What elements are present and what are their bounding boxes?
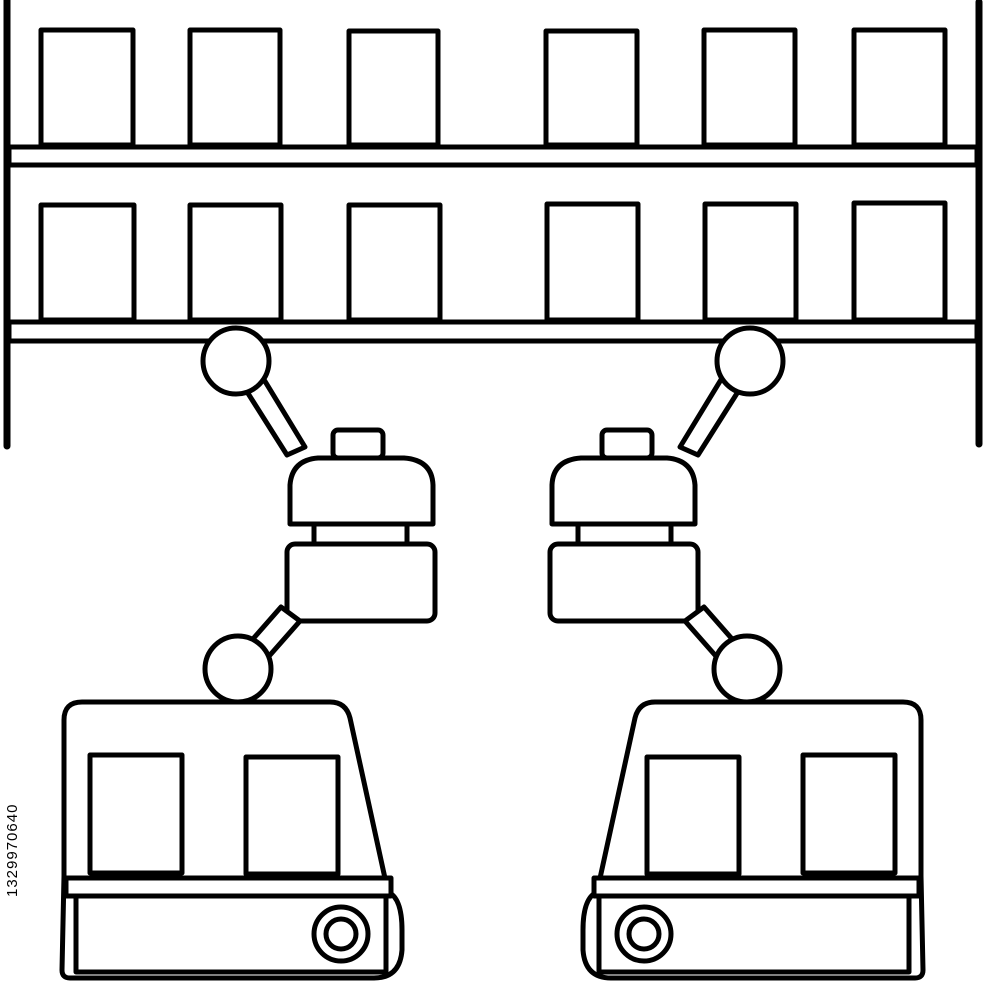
robot-arm-icon bbox=[547, 325, 786, 705]
cart-wheel-hub bbox=[323, 916, 359, 952]
box-icon bbox=[851, 27, 948, 148]
gripper-head bbox=[287, 455, 436, 527]
arm-joint-top bbox=[714, 325, 786, 397]
box-icon bbox=[87, 752, 185, 876]
arm-joint-bottom bbox=[711, 633, 783, 705]
box-icon bbox=[851, 200, 948, 323]
gripper-body bbox=[284, 541, 438, 624]
cart-bumper bbox=[591, 875, 922, 899]
robot-arm-icon bbox=[200, 325, 438, 705]
box-icon bbox=[800, 752, 898, 876]
gripper-body bbox=[547, 541, 701, 624]
shelf-tier-top bbox=[38, 27, 948, 148]
box-icon bbox=[702, 201, 799, 323]
robot-left bbox=[59, 325, 438, 981]
cart-bumper bbox=[63, 875, 394, 899]
shelf-plank-lower bbox=[6, 319, 980, 344]
warehouse-shelf-icon bbox=[3, 0, 983, 450]
box-icon bbox=[243, 754, 341, 877]
autonomous-cart-icon bbox=[580, 699, 926, 981]
gripper-cap bbox=[599, 427, 655, 461]
arm-joint-bottom bbox=[202, 633, 274, 705]
cart-wheel-hub bbox=[626, 916, 662, 952]
robot-right bbox=[547, 325, 926, 981]
box-icon bbox=[187, 202, 284, 323]
box-icon bbox=[346, 28, 441, 148]
box-icon bbox=[644, 754, 742, 877]
shelf-plank-upper bbox=[6, 144, 980, 168]
arm-joint-top bbox=[200, 325, 272, 397]
shelf-tier-bottom bbox=[38, 200, 948, 323]
box-icon bbox=[543, 28, 640, 148]
box-icon bbox=[38, 27, 136, 148]
autonomous-cart-icon bbox=[59, 699, 405, 981]
gripper-head bbox=[549, 455, 698, 527]
box-icon bbox=[544, 201, 641, 323]
stock-image-id: 1329970640 bbox=[4, 803, 21, 897]
box-icon bbox=[38, 202, 137, 323]
box-icon bbox=[346, 202, 443, 323]
box-icon bbox=[701, 27, 798, 148]
box-icon bbox=[187, 27, 283, 148]
gripper-cap bbox=[330, 427, 386, 461]
